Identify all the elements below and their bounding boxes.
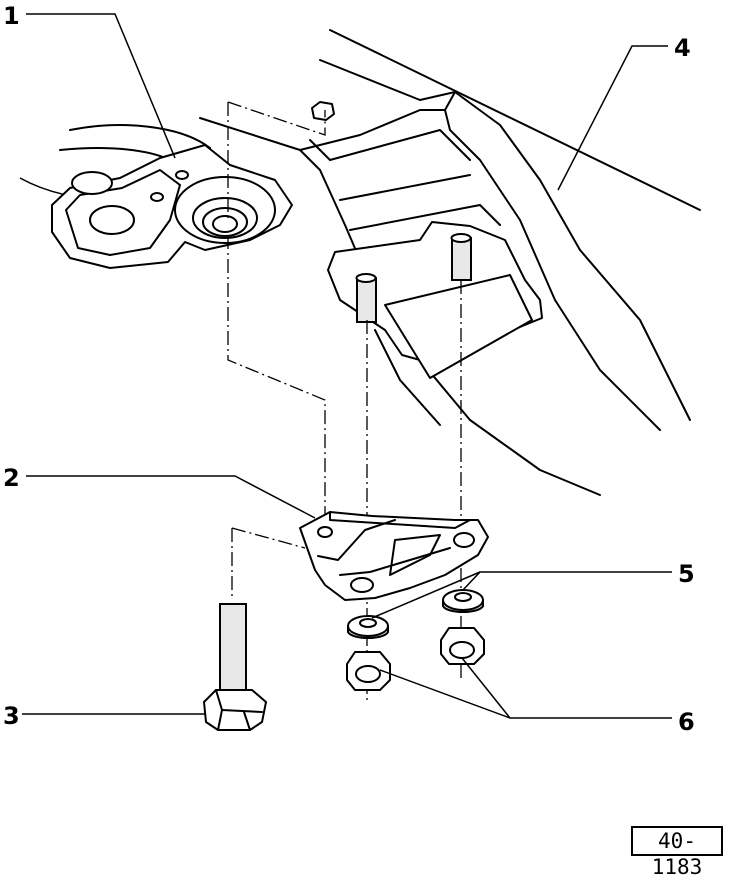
figure-reference-number: 40-1183: [631, 826, 723, 879]
callout-1: 1: [3, 2, 20, 30]
callout-4: 4: [674, 34, 691, 62]
frame-mounting-bracket: [327, 221, 543, 379]
rubber-mount-assembly: [19, 101, 335, 269]
engine-bracket: [299, 511, 489, 601]
callout-5: 5: [678, 560, 695, 588]
body-frame-rail: [199, 29, 701, 496]
callout-6: 6: [678, 708, 695, 736]
callout-3: 3: [3, 702, 20, 730]
hex-bolt: [203, 603, 267, 731]
hex-nuts: [346, 627, 485, 691]
callout-2: 2: [3, 464, 20, 492]
leader-lines: [22, 13, 672, 719]
